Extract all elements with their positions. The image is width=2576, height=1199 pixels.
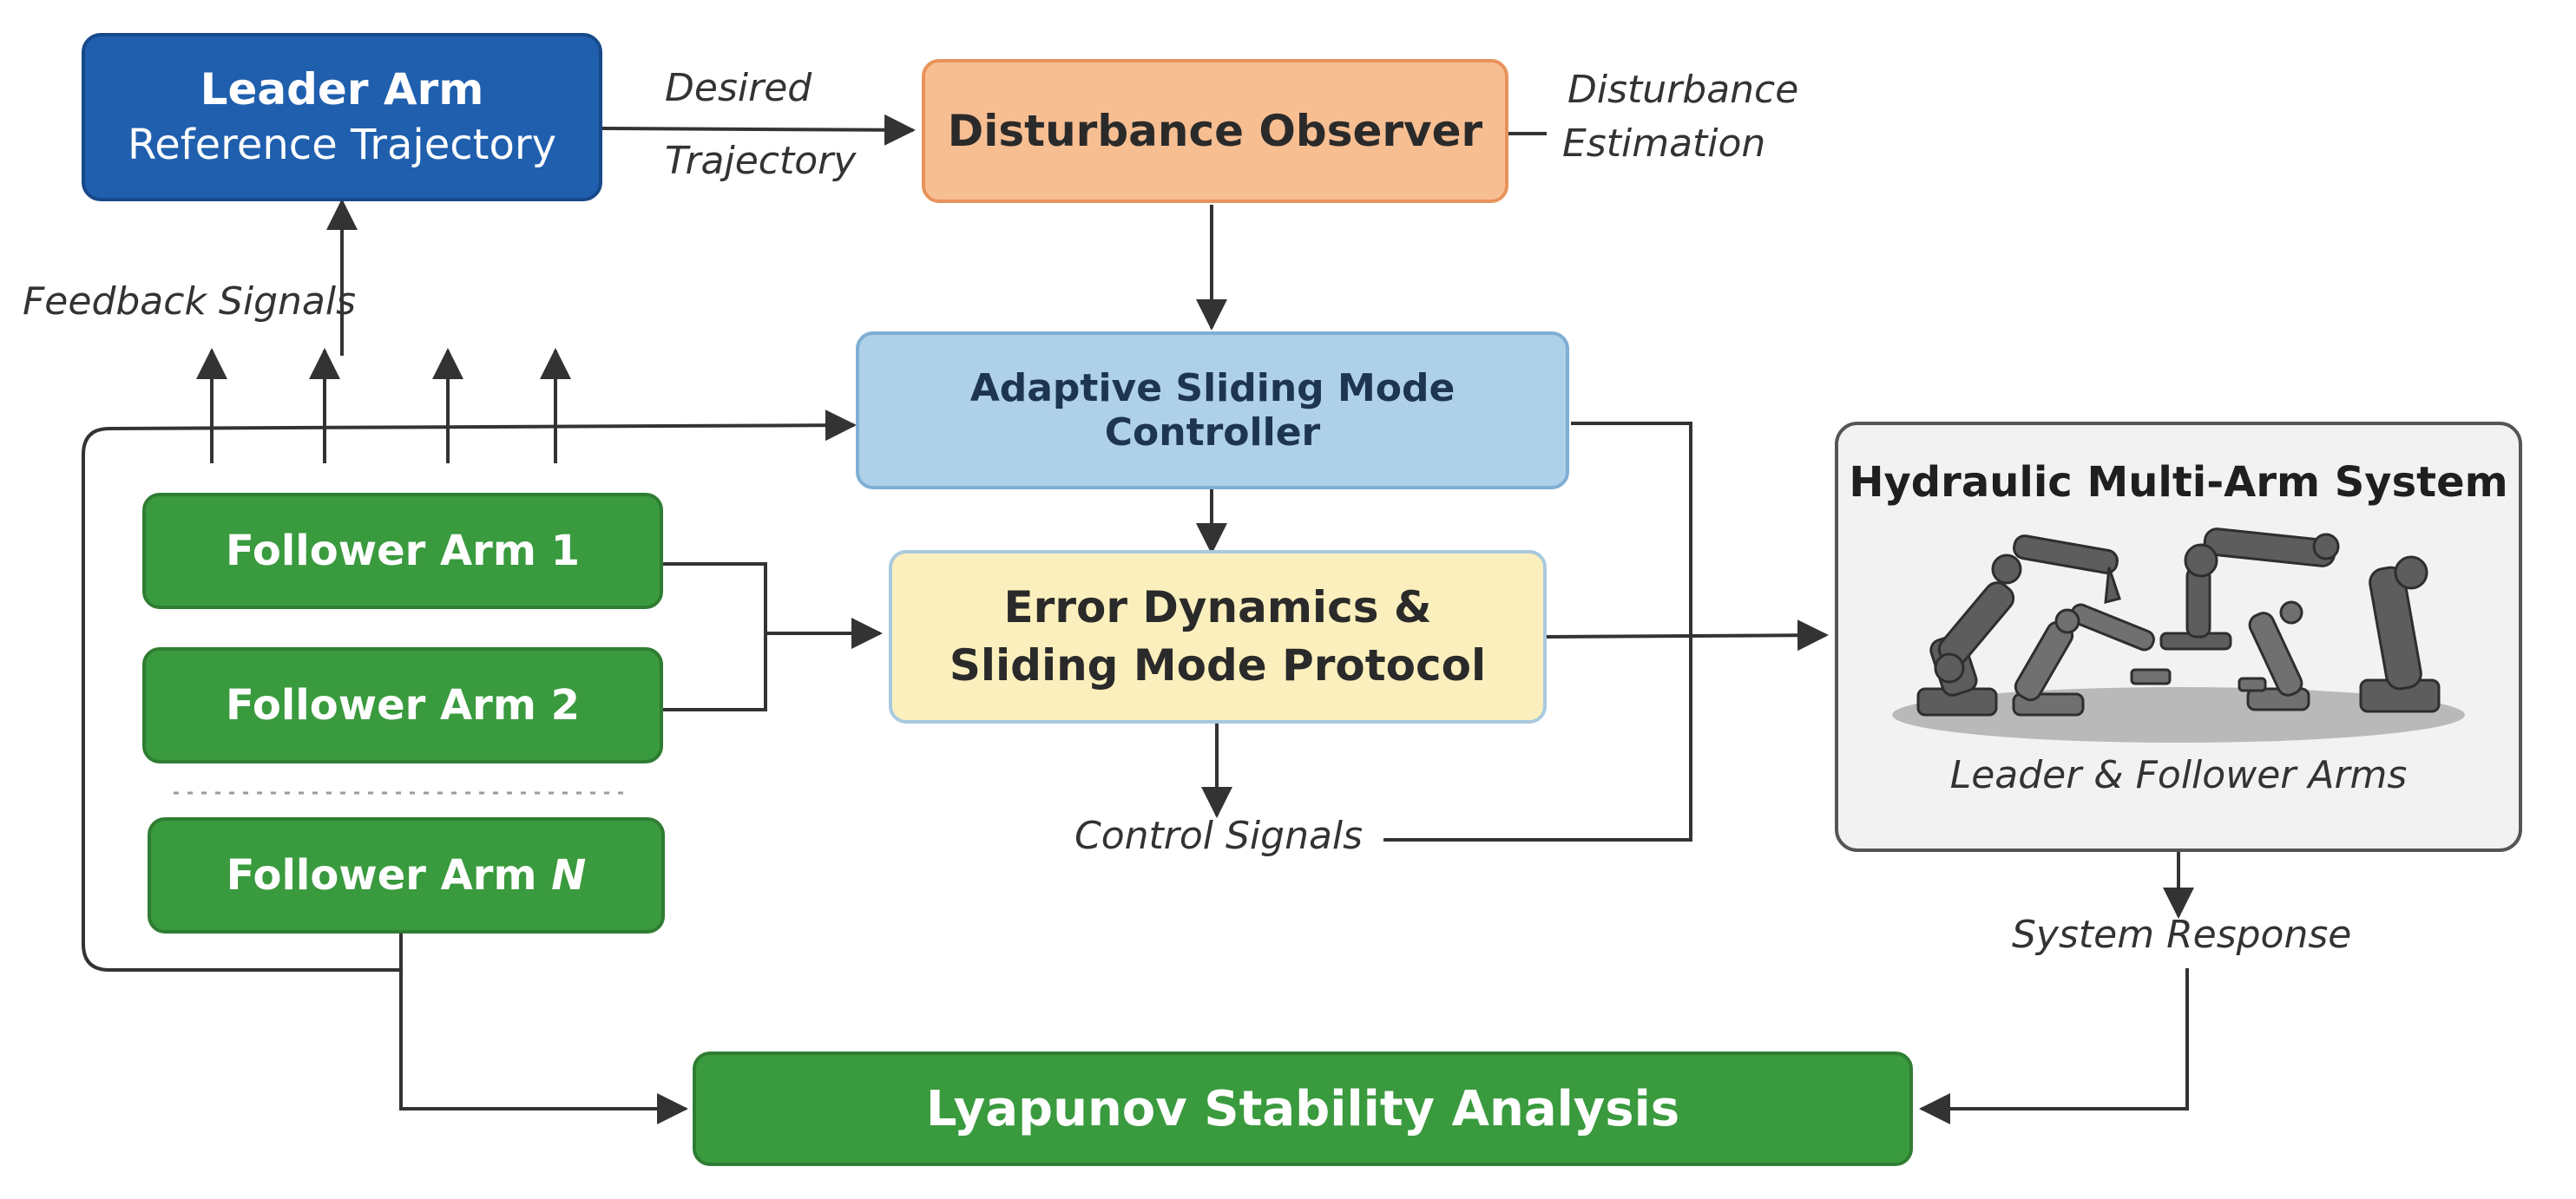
edge-followerN-to-lyapunov (399, 932, 688, 1124)
edge-error-to-system (1546, 619, 1829, 652)
follower-arm-n-label: Follower Arm N (227, 851, 587, 900)
hydraulic-system-title: Hydraulic Multi-Arm System (1849, 458, 2508, 507)
disturbance-observer-label: Disturbance Observer (947, 106, 1483, 156)
robot-arm-icon (1916, 534, 2121, 717)
label-system-response: System Response (2012, 913, 2352, 957)
leader-arm-subtitle: Reference Trajectory (128, 121, 556, 170)
label-feedback-signals: Feedback Signals (23, 279, 357, 324)
lyapunov-analysis-label: Lyapunov Stability Analysis (925, 1080, 1680, 1137)
label-trajectory: Trajectory (665, 139, 857, 183)
error-dynamics-line1: Error Dynamics & (1003, 581, 1432, 632)
edge-follower1-merge (663, 562, 767, 711)
robot-arm-icon-3 (2159, 527, 2441, 713)
adaptive-controller-node: Adaptive Sliding Mode Controller (856, 331, 1569, 489)
leader-arm-node: Leader Arm Reference Trajectory (82, 33, 602, 201)
label-disturbance: Disturbance (1567, 68, 1799, 112)
label-estimation: Estimation (1562, 121, 1766, 166)
robot-arm-icon-4 (2238, 600, 2310, 711)
follower-arm-1-node: Follower Arm 1 (142, 493, 663, 609)
robot-arm-icon-2 (2012, 603, 2172, 717)
adaptive-controller-label: Adaptive Sliding Mode Controller (969, 366, 1456, 455)
label-desired: Desired (665, 66, 812, 110)
edge-loop-to-controller (82, 409, 857, 972)
follower-arm-n-prefix: Follower Arm (226, 851, 552, 900)
hydraulic-system-node: Hydraulic Multi-Arm System (1835, 422, 2522, 852)
edge-desired-trajectory (601, 114, 916, 146)
follower-arm-2-node: Follower Arm 2 (142, 647, 663, 763)
disturbance-observer-node: Disturbance Observer (922, 59, 1508, 203)
edge-response-to-lyapunov (1919, 968, 2189, 1124)
label-control-signals: Control Signals (1074, 814, 1364, 858)
robot-arms-illustration (1892, 527, 2465, 743)
error-dynamics-line2: Sliding Mode Protocol (949, 640, 1487, 691)
error-dynamics-node: Error Dynamics & Sliding Mode Protocol (889, 550, 1547, 724)
follower-arm-n-node: Follower Arm N (148, 817, 665, 934)
hydraulic-system-caption: Leader & Follower Arms (1949, 753, 2408, 797)
follower-arm-2-label: Follower Arm 2 (226, 681, 580, 730)
edge-control-signals-loop (1383, 422, 1692, 842)
follower-arm-1-label: Follower Arm 1 (226, 527, 580, 575)
leader-arm-title: Leader Arm (200, 64, 484, 115)
follower-arm-n-index: N (551, 851, 587, 900)
lyapunov-analysis-node: Lyapunov Stability Analysis (693, 1052, 1913, 1166)
